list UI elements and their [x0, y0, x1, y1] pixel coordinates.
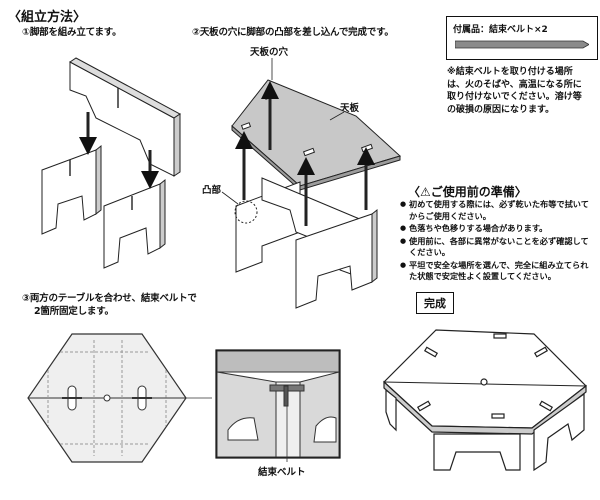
- tab-label: 凸部: [202, 185, 222, 196]
- step3-text-line2: 2箇所固定します。: [34, 306, 114, 317]
- belt-label: 結束ベルト: [258, 467, 306, 478]
- step2-text: ②天板の穴に脚部の凸部を差し込んで完成です。: [192, 27, 394, 38]
- precautions-list: 初めて使用する際には、必ず乾いた布等で拭いてからご使用ください。 色落ちや色移り…: [400, 199, 590, 284]
- step3-top-view: [27, 333, 212, 463]
- warning-note: ※結束ベルトを取り付ける場所は、火のそばや、高温になる所に取り付けないでください…: [447, 67, 582, 115]
- top-board: [231, 79, 401, 187]
- precautions-title: 〈⚠ご使用前の準備〉: [408, 185, 527, 199]
- step3-text-line1: ③両方のテーブルを合わせ、結束ベルトで: [22, 293, 197, 304]
- step3-zoom-detail: [215, 349, 341, 462]
- top-hole-label: 天板の穴: [250, 47, 289, 58]
- top-board-label: 天板: [340, 103, 360, 114]
- precaution-item: 色落ちや色移りする場合があります。: [400, 223, 590, 235]
- accessory-box: 付属品：結束ベルト×2: [446, 16, 598, 60]
- step1-diagram: [41, 57, 181, 269]
- tab-callout-circle: [234, 200, 258, 224]
- accessory-label: 付属品：結束ベルト×2: [453, 25, 548, 35]
- completed-table-diagram: [383, 329, 587, 472]
- completed-leg-front: [433, 433, 521, 471]
- completed-leg-right: [533, 392, 585, 472]
- step2-diagram: [221, 58, 401, 309]
- step1-text: ①脚部を組み立てます。: [22, 27, 122, 38]
- precaution-item: 初めて使用する際には、必ず乾いた布等で拭いてからご使用ください。: [400, 199, 590, 222]
- precaution-item: 使用前に、各部に異常がないことを必ず確認してください。: [400, 236, 590, 259]
- assembly-title: 〈組立方法〉: [8, 10, 87, 25]
- precaution-item: 平坦で安全な場所を選んで、完全に組み立てられた状態で安定性よく設置してください。: [400, 260, 590, 283]
- complete-label: 完成: [416, 292, 454, 314]
- belt-illustration: [455, 39, 589, 50]
- short-leg-panel-left: [41, 149, 97, 235]
